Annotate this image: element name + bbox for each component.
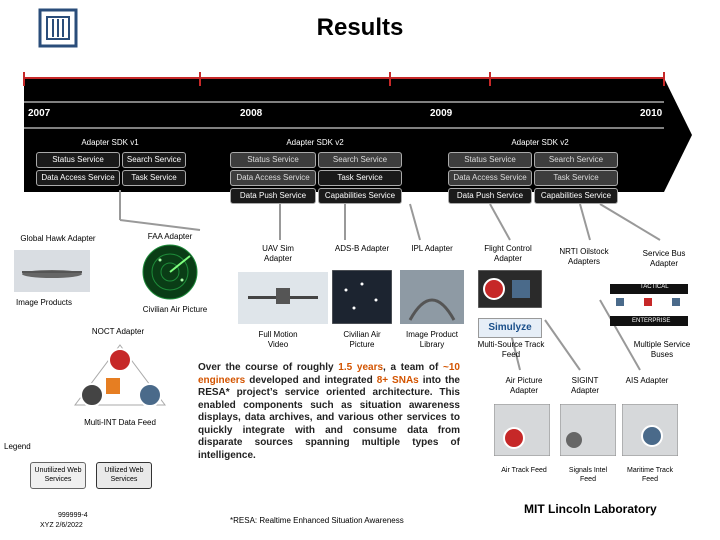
v1-status-service: Status Service (36, 152, 120, 168)
sdk-v1-label: Adapter SDK v1 (81, 138, 139, 147)
doc-code: 999999-4 (58, 512, 88, 519)
v2a-status-service: Status Service (230, 152, 316, 168)
v1-task-service: Task Service (122, 170, 186, 186)
page-title: Results (316, 14, 404, 41)
program-xessa: XESSA (90, 79, 121, 89)
noct-adapter-label: NOCT Adapter (91, 327, 145, 336)
para-highlight-snas: 8+ SNAs (376, 374, 419, 386)
simulyze-logo: Simulyze (478, 318, 542, 338)
para-part-4: into the RESA* project’s service oriente… (198, 374, 460, 461)
mit-ll-logo (38, 8, 78, 48)
legend-utilized: Utilized Web Services (96, 462, 152, 489)
flight-control-display (478, 270, 542, 308)
nrti-oilstock-adapters-label: NRTI Oilstock Adapters (559, 247, 609, 266)
air-track-display (494, 404, 550, 456)
program-isat: ISAT (403, 79, 423, 89)
v2b-status-service: Status Service (448, 152, 532, 168)
flight-control-adapter-label: Flight Control Adapter (484, 244, 532, 263)
para-part-3: developed and integrated (245, 374, 377, 386)
ais-adapter-label: AIS Adapter (625, 376, 669, 385)
year-2009: 2009 (430, 108, 453, 119)
para-part-2: , a team of (383, 362, 444, 373)
v2b-task-service: Task Service (534, 170, 618, 186)
v1-data-access-service: Data Access Service (36, 170, 120, 186)
air-picture-adapter-label: Air Picture Adapter (505, 376, 543, 395)
ais-display (622, 404, 678, 456)
signals-intel-feed-label: Signals Intel Feed (568, 467, 608, 483)
full-motion-video-label: Full Motion Video (258, 330, 298, 349)
v2b-data-access-service: Data Access Service (448, 170, 532, 186)
sigint-adapter-label: SIGINT Adapter (570, 376, 600, 395)
v2a-data-push-service: Data Push Service (230, 188, 316, 204)
summary-paragraph: Over the course of roughly 1.5 years, a … (198, 362, 460, 462)
year-2010: 2010 (640, 108, 663, 119)
v2a-search-service: Search Service (318, 152, 402, 168)
sigint-display (560, 404, 616, 456)
v2b-data-push-service: Data Push Service (448, 188, 532, 204)
legend-unutilized: Unutilized Web Services (30, 462, 86, 489)
v2a-data-access-service: Data Access Service (230, 170, 316, 186)
uav-image (238, 272, 328, 324)
multi-int-data-feed-label: Multi-INT Data Feed (84, 418, 156, 427)
v2a-task-service: Task Service (318, 170, 402, 186)
sdk-v2-label-a: Adapter SDK v2 (286, 138, 344, 147)
v2b-capabilities-service: Capabilities Service (534, 188, 618, 204)
tactical-bus-label: TACTICAL (640, 284, 669, 290)
footnote: *RESA: Realtime Enhanced Situation Aware… (230, 516, 404, 525)
year-2007: 2007 (28, 108, 51, 119)
para-highlight-team: ~10 engineers (198, 362, 460, 386)
faa-adapter-label: FAA Adapter (147, 232, 193, 241)
para-highlight-duration: 1.5 years (338, 362, 384, 373)
civilian-air-picture-mid-label: Civilian Air Picture (343, 330, 381, 349)
air-track-feed-label: Air Track Feed (501, 467, 547, 474)
maritime-track-feed-label: Maritime Track Feed (627, 467, 673, 483)
global-hawk-image (14, 250, 90, 292)
sdk-v2-label-b: Adapter SDK v2 (511, 138, 569, 147)
ipl-adapter-label: IPL Adapter (411, 244, 453, 253)
ads-b-adapter-label: ADS-B Adapter (334, 244, 390, 253)
v2a-capabilities-service: Capabilities Service (318, 188, 402, 204)
radar-icon (142, 244, 198, 300)
service-bus-diagram (610, 284, 688, 326)
multi-source-track-feed-label: Multi-Source Track Feed (477, 340, 545, 359)
v2b-search-service: Search Service (534, 152, 618, 168)
program-neet: NEET/HIAMD (245, 79, 301, 89)
enterprise-bus-label: ENTERPRISE (632, 318, 671, 324)
uav-sim-adapter-label: UAV Sim Adapter (262, 244, 294, 263)
multiple-service-buses-label: Multiple Service Buses (633, 340, 691, 359)
year-2008: 2008 (240, 108, 263, 119)
image-products-label: Image Products (16, 298, 73, 307)
multi-int-diagram (74, 344, 166, 407)
v1-search-service: Search Service (122, 152, 186, 168)
mit-lincoln-laboratory: MIT Lincoln Laboratory (524, 502, 657, 516)
para-part-1: Over the course of roughly (198, 362, 339, 373)
civilian-air-picture-label: Civilian Air Picture (142, 305, 208, 314)
legend-title: Legend (4, 442, 31, 451)
ipl-image (400, 270, 464, 324)
doc-date: XYZ 2/6/2022 (40, 522, 83, 529)
global-hawk-adapter-label: Global Hawk Adapter (20, 234, 96, 243)
image-product-library-label: Image Product Library (405, 330, 459, 349)
adsb-map-image (332, 270, 392, 324)
service-bus-adapter-label: Service Bus Adapter (642, 249, 686, 268)
program-resa: RESA (594, 79, 619, 89)
